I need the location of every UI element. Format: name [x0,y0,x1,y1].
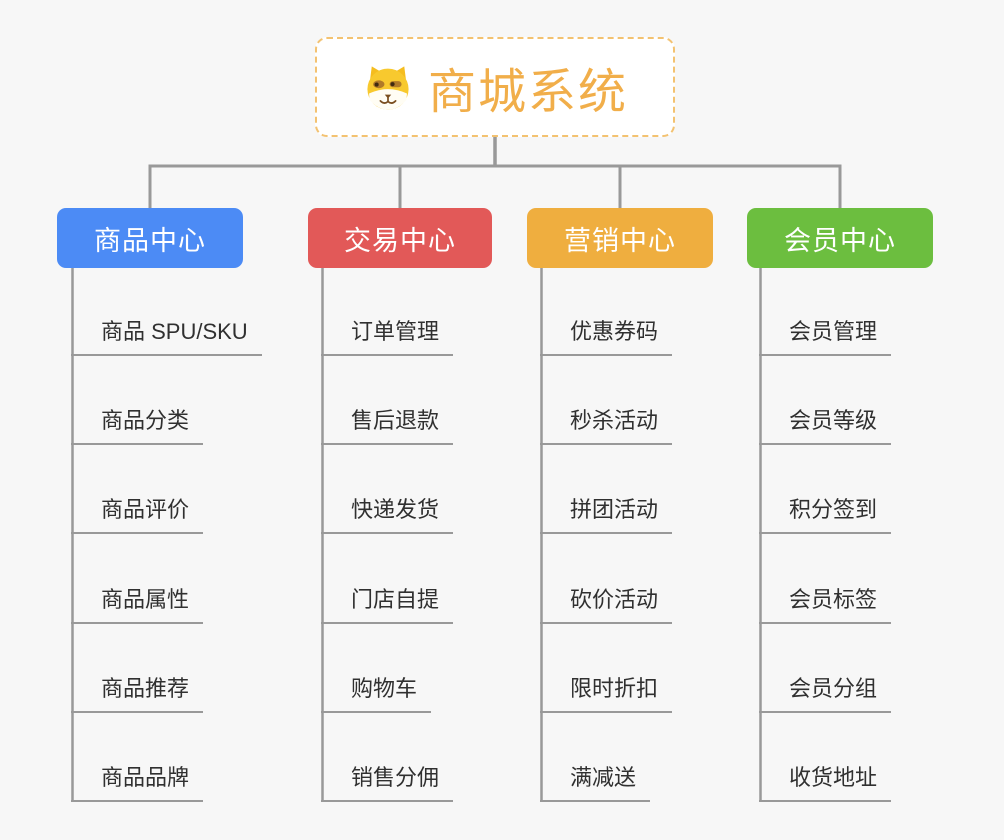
topic-item[interactable]: 售后退款 [321,405,454,445]
dog-mascot-icon [367,66,409,110]
topic-item[interactable]: 购物车 [321,673,432,713]
topic-item[interactable]: 订单管理 [321,316,454,356]
topic-item[interactable]: 会员分组 [759,673,892,713]
topic-item[interactable]: 门店自提 [321,584,454,624]
topic-item[interactable]: 销售分佣 [321,762,454,802]
topic-item[interactable]: 商品分类 [71,405,204,445]
topic-item[interactable]: 限时折扣 [540,673,673,713]
branch-node-member-center[interactable]: 会员中心 [747,208,933,268]
topic-item[interactable]: 积分签到 [759,494,892,534]
topic-item[interactable]: 会员管理 [759,316,892,356]
topic-item[interactable]: 商品品牌 [71,762,204,802]
root-node[interactable]: 商城系统 [315,37,675,137]
topic-item[interactable]: 拼团活动 [540,494,673,534]
branch-node-marketing-center[interactable]: 营销中心 [527,208,713,268]
branch-node-product-center[interactable]: 商品中心 [57,208,243,268]
topic-item[interactable]: 商品评价 [71,494,204,534]
topic-item[interactable]: 优惠券码 [540,316,673,356]
topic-item[interactable]: 满减送 [540,762,651,802]
topic-item[interactable]: 收货地址 [759,762,892,802]
topic-item[interactable]: 会员标签 [759,584,892,624]
root-title: 商城系统 [427,66,628,119]
topic-item[interactable]: 快递发货 [321,494,454,534]
branch-node-trade-center[interactable]: 交易中心 [308,208,492,268]
topic-item[interactable]: 会员等级 [759,405,892,445]
topic-item[interactable]: 秒杀活动 [540,405,673,445]
topic-item[interactable]: 砍价活动 [540,584,673,624]
topic-item[interactable]: 商品 SPU/SKU [71,316,262,356]
topic-item[interactable]: 商品推荐 [71,673,204,713]
topic-item[interactable]: 商品属性 [71,584,204,624]
